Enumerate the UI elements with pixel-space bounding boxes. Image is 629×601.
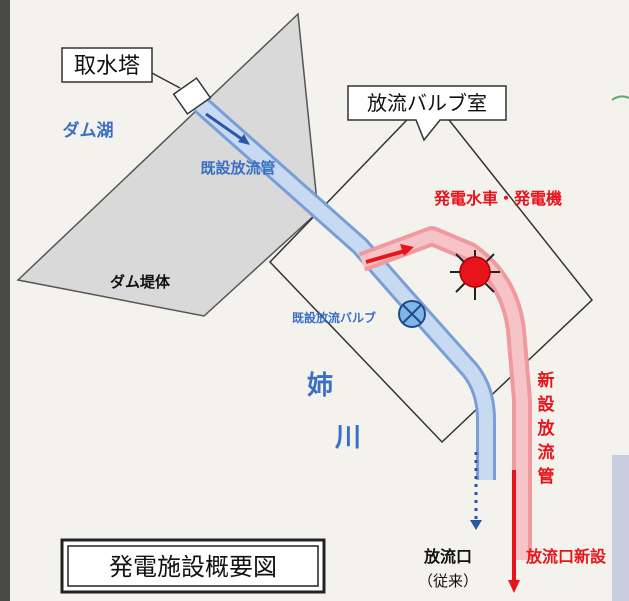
dam-body-shape — [16, 12, 319, 317]
intake-callout-line — [149, 71, 181, 89]
existing-pipe-fill — [195, 98, 493, 480]
existing-valve-label: 既設放流バルブ — [292, 310, 376, 325]
new-pipe-char: 管 — [538, 466, 555, 487]
intake-tower-label-box — [61, 47, 153, 83]
intake-tower-label: 取水塔 — [74, 54, 140, 79]
right-edge-decoration — [612, 455, 629, 601]
outlet-arrowhead — [470, 520, 482, 530]
valve-icon — [398, 300, 426, 328]
new-outlet-arrowhead — [508, 580, 520, 593]
new-flow-arrowhead — [400, 244, 414, 256]
right-green-mark — [611, 95, 629, 101]
intake-tower-box — [172, 77, 212, 115]
turbine-label: 発電水車・発電機 — [433, 189, 562, 208]
new-pipe-char: 新 — [538, 370, 555, 391]
outlet-note: （従来） — [418, 572, 478, 590]
outlet-label: 放流口 — [423, 547, 472, 566]
existing-flow-arrowhead — [238, 134, 250, 145]
new-pipe-char: 放 — [537, 418, 556, 439]
left-edge-shadow — [0, 0, 10, 601]
new-outlet-label: 放流口新設 — [525, 547, 607, 566]
title-box-inner — [67, 545, 319, 587]
valve-room-label: 放流バルブ室 — [367, 91, 487, 115]
existing-pipe-label: 既設放流管 — [200, 159, 275, 177]
dam-lake-label: ダム湖 — [63, 120, 114, 141]
new-pipe-fill — [359, 230, 528, 560]
dam-body-label: ダム堤体 — [110, 273, 171, 291]
new-pipe-char: 設 — [538, 394, 556, 415]
river-label-2: 川 — [335, 423, 361, 453]
generator-icon — [450, 250, 500, 300]
new-pipe-char: 流 — [538, 442, 555, 463]
river-label-1: 姉 — [307, 371, 333, 401]
diagram-title: 発電施設概要図 — [109, 553, 277, 581]
new-pipe-label: 新 設 放 流 管 — [537, 370, 556, 487]
new-flow-arrow — [365, 248, 409, 264]
existing-flow-arrow — [205, 112, 247, 144]
valve-room-callout — [347, 85, 507, 142]
title-box-outer — [60, 538, 326, 594]
